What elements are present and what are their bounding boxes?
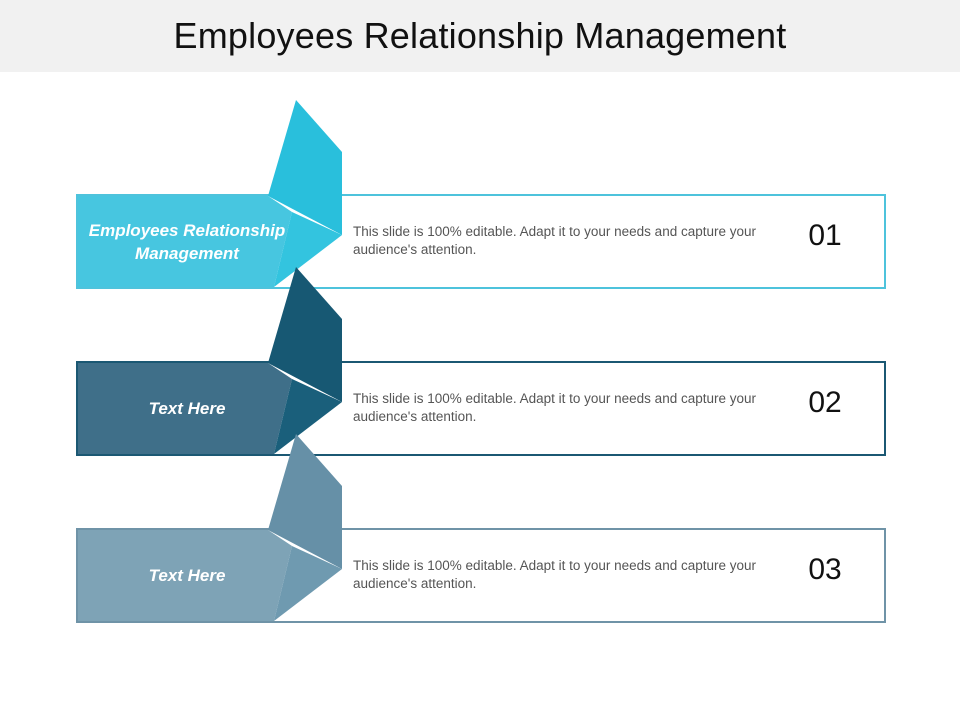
row-label: Employees Relationship Management bbox=[88, 220, 286, 263]
row-label: Text Here bbox=[148, 399, 226, 418]
row-description: This slide is 100% editable. Adapt it to… bbox=[353, 391, 756, 424]
row-number: 03 bbox=[808, 553, 842, 586]
page-title: Employees Relationship Management bbox=[173, 15, 787, 56]
row-label: Text Here bbox=[148, 566, 226, 585]
row-number: 01 bbox=[808, 219, 842, 252]
title-bar: Employees Relationship Management bbox=[0, 0, 960, 72]
row-description: This slide is 100% editable. Adapt it to… bbox=[353, 558, 756, 591]
row-number: 02 bbox=[808, 386, 842, 419]
row-description: This slide is 100% editable. Adapt it to… bbox=[353, 224, 756, 257]
list-item-3: Text Here This slide is 100% editable. A… bbox=[0, 434, 960, 634]
